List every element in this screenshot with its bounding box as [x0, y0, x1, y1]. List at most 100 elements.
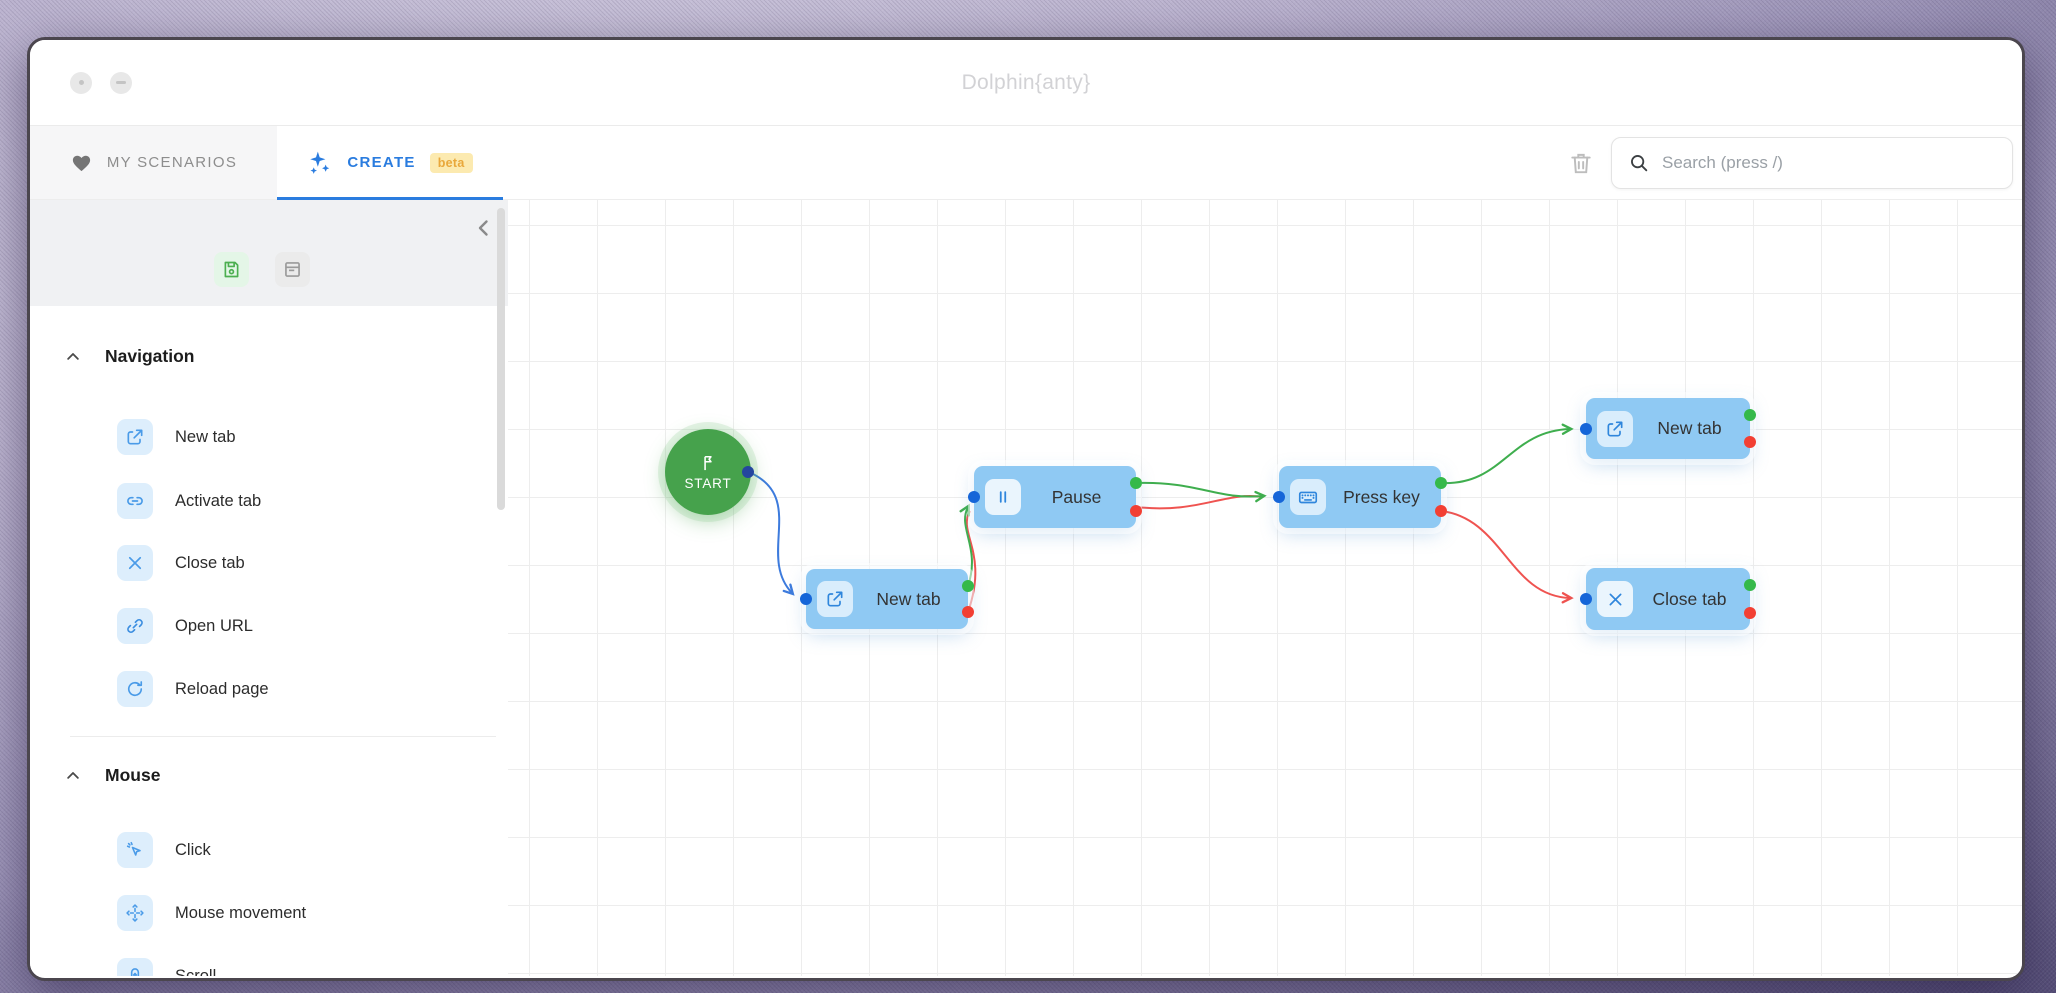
error-port[interactable] [1744, 607, 1756, 619]
node-close-tab[interactable]: Close tab [1580, 568, 1756, 630]
error-port[interactable] [1435, 505, 1447, 517]
open-url-icon [117, 608, 153, 644]
sidebar-item-reload-page[interactable]: Reload page [117, 671, 269, 707]
sidebar-item-mouse-movement[interactable]: Mouse movement [117, 895, 306, 931]
node-label: Press key [1343, 486, 1420, 507]
success-port[interactable] [1435, 477, 1447, 489]
sidebar-item-label: Mouse movement [175, 903, 307, 922]
error-port[interactable] [962, 606, 974, 618]
scroll-icon [117, 958, 153, 976]
search-box [1611, 136, 2013, 189]
sidebar-item-new-tab[interactable]: New tab [117, 419, 236, 455]
activate-tab-icon [117, 483, 153, 519]
edge-pause-to-presskey-success [1135, 481, 1267, 503]
section-title: Mouse [105, 765, 161, 785]
new-tab-icon [117, 419, 153, 455]
section-mouse-header[interactable]: Mouse [64, 765, 160, 786]
window-minimize-button[interactable] [110, 71, 132, 94]
actions-sidebar: Navigation New tab Activate tab [30, 200, 508, 976]
node-start[interactable]: START [665, 429, 754, 515]
tab-my-scenarios-label: MY SCENARIOS [106, 154, 238, 171]
keyboard-icon [1290, 479, 1326, 515]
chevron-up-icon [64, 767, 82, 785]
close-tab-icon [117, 545, 153, 581]
flag-icon [698, 453, 718, 473]
reload-page-icon [117, 671, 153, 707]
sidebar-item-label: Open URL [175, 616, 253, 635]
script-view-button[interactable] [275, 252, 310, 287]
sidebar-item-activate-tab[interactable]: Activate tab [117, 483, 261, 519]
pause-icon [985, 479, 1021, 515]
chevron-up-icon [64, 348, 82, 366]
success-port[interactable] [1130, 477, 1142, 489]
flow-canvas[interactable]: START New tab [508, 200, 2022, 976]
input-port[interactable] [1580, 593, 1592, 605]
sidebar-item-scroll[interactable]: Scroll [117, 958, 216, 976]
new-tab-icon [1597, 410, 1633, 447]
window-controls [70, 71, 132, 94]
window-back-button[interactable] [70, 71, 92, 94]
edge-presskey-to-closetab-error [1440, 510, 1574, 604]
collapse-sidebar-button[interactable] [468, 212, 500, 244]
search-input[interactable] [1662, 152, 1996, 173]
sparkles-icon [307, 150, 333, 176]
heart-icon [70, 151, 93, 174]
input-port[interactable] [800, 593, 812, 605]
title-bar: Dolphin{anty} [30, 40, 2022, 126]
node-press-key[interactable]: Press key [1273, 466, 1447, 528]
node-new-tab-1[interactable]: New tab [800, 569, 974, 629]
success-port[interactable] [1744, 409, 1756, 421]
edge-newtab1-to-pause-success [959, 503, 973, 587]
tab-my-scenarios[interactable]: MY SCENARIOS [30, 126, 277, 199]
app-window: Dolphin{anty} MY SCENARIOS CREATE beta [27, 37, 2025, 981]
save-scenario-button[interactable] [214, 252, 249, 287]
delete-scenario-button[interactable] [1568, 150, 1594, 176]
success-port[interactable] [1744, 579, 1756, 591]
node-pause[interactable]: Pause [968, 466, 1142, 528]
sidebar-item-label: Click [175, 840, 211, 859]
edge-newtab1-to-pause-error [965, 510, 977, 613]
tab-bar: MY SCENARIOS CREATE beta [30, 126, 2022, 200]
dot-icon [78, 80, 84, 85]
trash-icon [1568, 150, 1594, 176]
input-port[interactable] [1580, 422, 1592, 435]
sidebar-item-close-tab[interactable]: Close tab [117, 545, 245, 581]
node-new-tab-2[interactable]: New tab [1580, 398, 1756, 459]
sidebar-item-label: Scroll [175, 966, 217, 977]
input-port[interactable] [1273, 491, 1285, 503]
document-icon [282, 259, 303, 280]
tab-toolbar [1568, 136, 2013, 189]
sidebar-item-label: Reload page [175, 679, 269, 698]
sidebar-item-open-url[interactable]: Open URL [117, 608, 253, 644]
success-port[interactable] [962, 580, 974, 592]
error-port[interactable] [1744, 436, 1756, 448]
output-port[interactable] [742, 466, 754, 478]
sidebar-item-click[interactable]: Click [117, 832, 211, 868]
section-navigation-header[interactable]: Navigation [64, 346, 194, 367]
node-label: New tab [876, 588, 941, 609]
section-divider [70, 736, 496, 737]
beta-badge: beta [429, 152, 473, 173]
minus-icon [116, 80, 126, 85]
section-title: Navigation [105, 346, 195, 366]
sidebar-item-label: Close tab [175, 553, 245, 572]
node-label: Close tab [1652, 588, 1727, 609]
sidebar-header [30, 200, 508, 306]
node-label: Pause [1051, 486, 1102, 507]
sidebar-scrollbar[interactable] [497, 208, 505, 510]
flow-edges [750, 423, 1574, 613]
tab-create-label: CREATE [347, 154, 416, 171]
close-tab-icon [1597, 581, 1633, 617]
sidebar-item-label: Activate tab [175, 491, 262, 510]
tab-create[interactable]: CREATE beta [277, 126, 503, 200]
edge-start-to-newtab1 [750, 472, 795, 596]
edge-pause-to-presskey-error [1135, 495, 1264, 510]
new-tab-icon [817, 581, 853, 617]
error-port[interactable] [1130, 505, 1142, 517]
node-label: START [684, 476, 732, 491]
chevron-left-icon [472, 216, 496, 240]
content-area: Navigation New tab Activate tab [30, 200, 2022, 976]
save-icon [221, 259, 242, 280]
input-port[interactable] [968, 491, 980, 503]
